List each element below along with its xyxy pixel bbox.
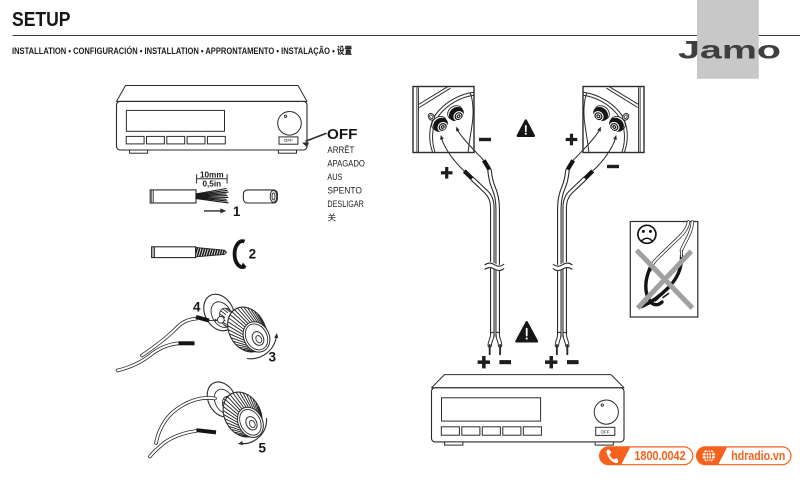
svg-text:INSTALLATION • CONFIGURACIÓN •: INSTALLATION • CONFIGURACIÓN • INSTALLAT… (12, 45, 352, 57)
svg-text:hdradio.vn: hdradio.vn (731, 448, 785, 463)
svg-text:Jamo: Jamo (678, 37, 781, 65)
svg-text:SPENTO: SPENTO (327, 185, 362, 195)
svg-text:10mm: 10mm (200, 171, 224, 180)
svg-text:OFF: OFF (327, 126, 357, 143)
svg-text:5: 5 (259, 441, 267, 456)
svg-text:1: 1 (233, 204, 241, 219)
svg-text:2: 2 (249, 246, 257, 261)
svg-text:SETUP: SETUP (12, 8, 71, 31)
svg-text:4: 4 (193, 300, 201, 315)
svg-text:OFF: OFF (284, 138, 293, 143)
svg-text:APAGADO: APAGADO (327, 158, 365, 168)
svg-text:ARRÊT: ARRÊT (327, 145, 355, 155)
svg-text:OFF: OFF (601, 429, 610, 434)
svg-text:关: 关 (327, 211, 336, 222)
svg-text:1800.0042: 1800.0042 (634, 448, 685, 463)
svg-text:DESLIGAR: DESLIGAR (327, 199, 364, 209)
svg-text:0,5in: 0,5in (202, 180, 221, 189)
svg-text:3: 3 (269, 349, 277, 364)
svg-text:AUS: AUS (327, 172, 342, 182)
